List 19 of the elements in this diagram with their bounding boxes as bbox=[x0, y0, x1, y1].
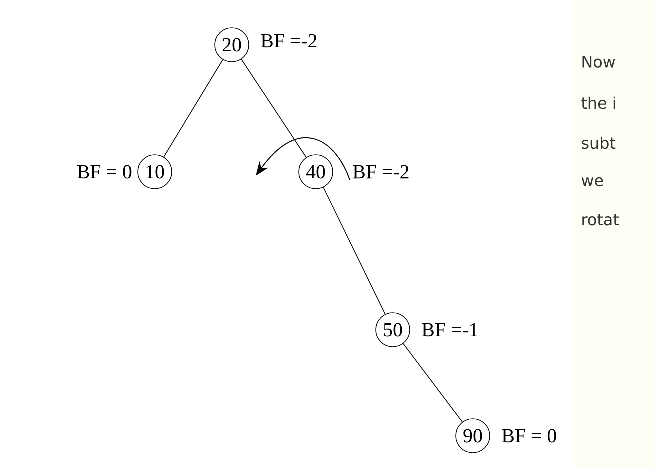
note-text: rotat bbox=[582, 214, 620, 226]
balance-factor-label: BF =-2 bbox=[353, 165, 409, 179]
tree-edge bbox=[323, 187, 386, 315]
tree-edge bbox=[241, 59, 307, 158]
tree-node: 90 bbox=[456, 418, 490, 454]
balance-factor-label: BF =-2 bbox=[261, 34, 317, 48]
balance-factor-label: BF = 0 bbox=[502, 429, 556, 443]
tree-node: 20 bbox=[214, 28, 250, 62]
tree-edge bbox=[403, 343, 463, 423]
note-text: we bbox=[582, 177, 604, 187]
tree-node: 10 bbox=[138, 154, 172, 190]
note-text: the i bbox=[582, 96, 616, 110]
tree-edge bbox=[164, 59, 224, 158]
note-text: Now bbox=[582, 56, 616, 68]
balance-factor-label: BF =-1 bbox=[422, 323, 478, 337]
tree-node: 50 bbox=[376, 312, 410, 348]
balance-factor-label: BF = 0 bbox=[77, 165, 132, 179]
tree-node: 40 bbox=[298, 154, 334, 190]
note-text: subt bbox=[582, 136, 616, 150]
